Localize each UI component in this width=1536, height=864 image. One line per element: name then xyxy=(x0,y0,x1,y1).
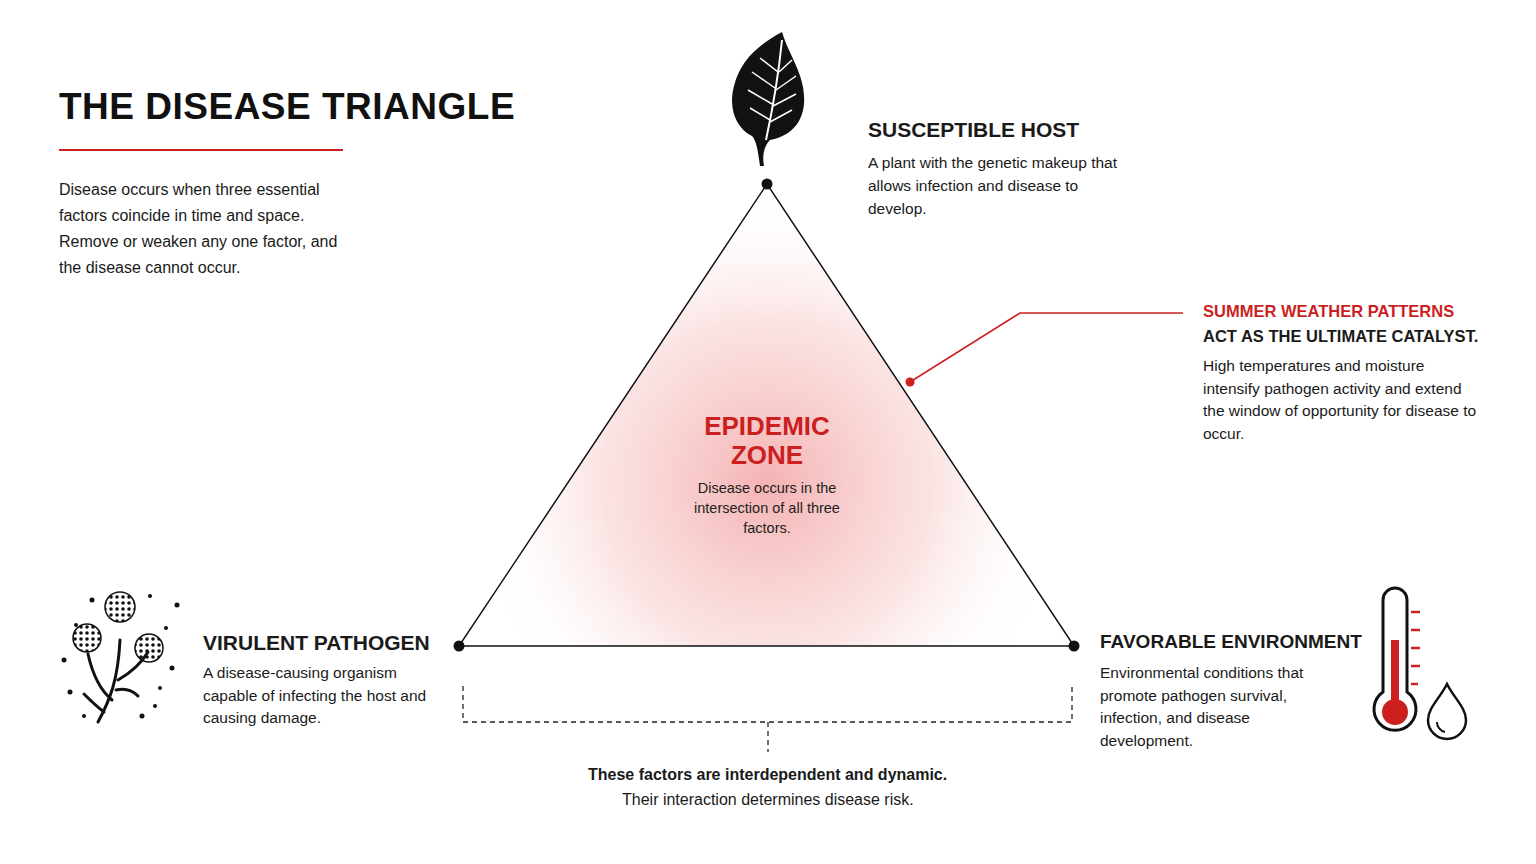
epidemic-triangle: EPIDEMIC ZONE Disease occurs in the inter… xyxy=(459,184,1074,646)
callout-description: High temperatures and moisture intensify… xyxy=(1203,355,1478,445)
factor-description: A plant with the genetic makeup that all… xyxy=(868,151,1118,220)
bracket-note: Their interaction determines disease ris… xyxy=(622,791,914,809)
intro-text: Disease occurs when three essential fact… xyxy=(59,177,359,281)
callout-heading: SUMMER WEATHER PATTERNS xyxy=(1203,302,1454,321)
leader-line xyxy=(910,313,1183,382)
factor-heading: VIRULENT PATHOGEN xyxy=(203,631,430,655)
zone-text: EPIDEMIC ZONE Disease occurs in the inter… xyxy=(667,412,867,538)
factor-description: Environmental conditions that promote pa… xyxy=(1100,662,1340,752)
leaf-icon xyxy=(732,32,804,166)
factor-heading: FAVORABLE ENVIRONMENT xyxy=(1100,631,1362,653)
bracket xyxy=(463,686,1072,722)
zone-description: Disease occurs in the intersection of al… xyxy=(680,478,855,538)
zone-heading: EPIDEMIC ZONE xyxy=(692,412,842,470)
factor-heading: SUSCEPTIBLE HOST xyxy=(868,118,1079,142)
leader-dot xyxy=(906,378,915,387)
bracket-stem xyxy=(767,722,768,752)
pathogen-icon xyxy=(62,592,180,722)
bracket-note: These factors are interdependent and dyn… xyxy=(588,766,947,784)
environment-icons xyxy=(1374,588,1466,739)
callout-heading: ACT AS THE ULTIMATE CATALYST. xyxy=(1203,327,1478,346)
title-underline xyxy=(59,149,343,151)
title: THE DISEASE TRIANGLE xyxy=(59,86,515,128)
factor-description: A disease-causing organism capable of in… xyxy=(203,662,433,730)
